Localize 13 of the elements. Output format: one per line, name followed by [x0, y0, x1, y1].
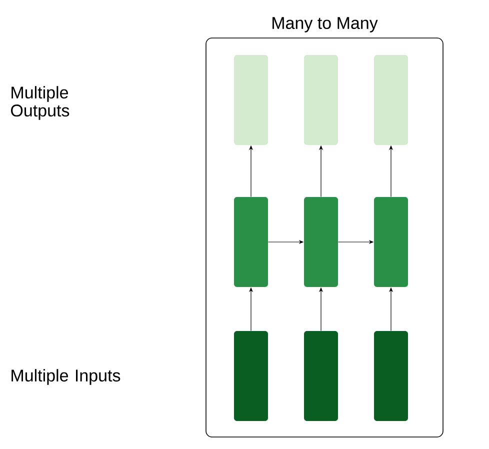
cell-block — [234, 55, 268, 145]
node-label: Many to Many — [272, 17, 378, 32]
frame-box: Many to Many — [206, 17, 444, 438]
cell-block — [374, 197, 408, 287]
cell-block — [304, 55, 338, 145]
cell-block — [234, 331, 268, 421]
cell-block — [304, 331, 338, 421]
cell-block — [234, 197, 268, 287]
cell-block — [374, 331, 408, 421]
cell-block — [374, 55, 408, 145]
row-label: Multiple Inputs — [12, 369, 120, 385]
row-label: Multiple Outputs — [11, 86, 70, 120]
cell-block — [304, 197, 338, 287]
